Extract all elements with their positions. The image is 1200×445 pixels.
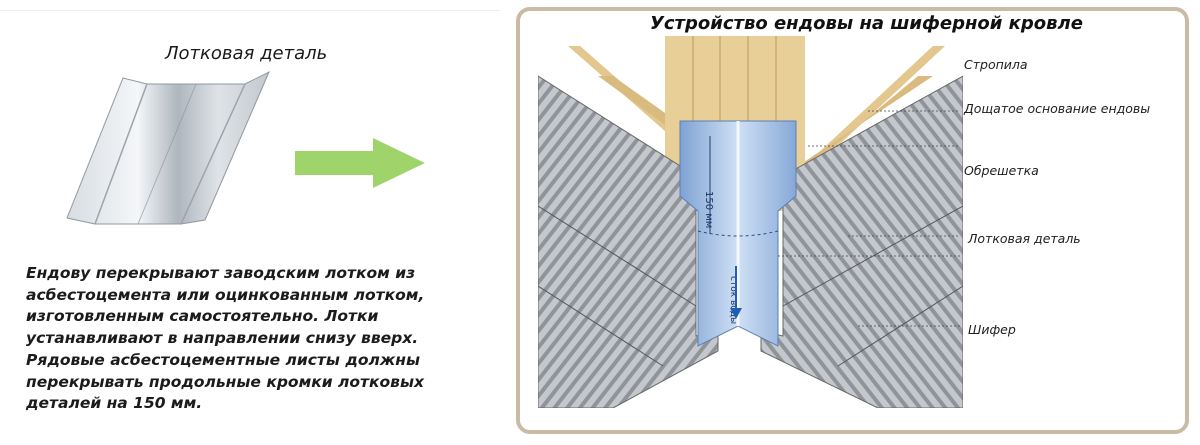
leader-lines <box>778 110 960 327</box>
description-text: Ендову перекрывают заводским лотком из а… <box>26 264 425 413</box>
label-trough: Лотковая деталь <box>968 231 1081 246</box>
label-slate: Шифер <box>968 322 1016 337</box>
valley-diagram: 150 мм сток воды <box>538 36 963 408</box>
diagram-title: Устройство ендовы на шиферной кровле <box>650 13 1083 34</box>
dimension-label: 150 мм <box>703 191 714 228</box>
top-divider <box>0 10 500 11</box>
flow-label: сток воды <box>728 276 738 324</box>
label-rafters: Стропила <box>964 57 1028 72</box>
trough-part-illustration <box>66 70 271 225</box>
trough-part-title: Лотковая деталь <box>165 43 328 64</box>
valley-trough: 150 мм сток воды <box>679 120 797 347</box>
label-battens: Обрешетка <box>964 163 1039 178</box>
green-arrow-icon <box>295 138 425 188</box>
label-boarding: Дощатое основание ендовы <box>964 101 1151 116</box>
left-panel: Лотковая деталь Ендову перекрывают завод… <box>0 0 510 445</box>
